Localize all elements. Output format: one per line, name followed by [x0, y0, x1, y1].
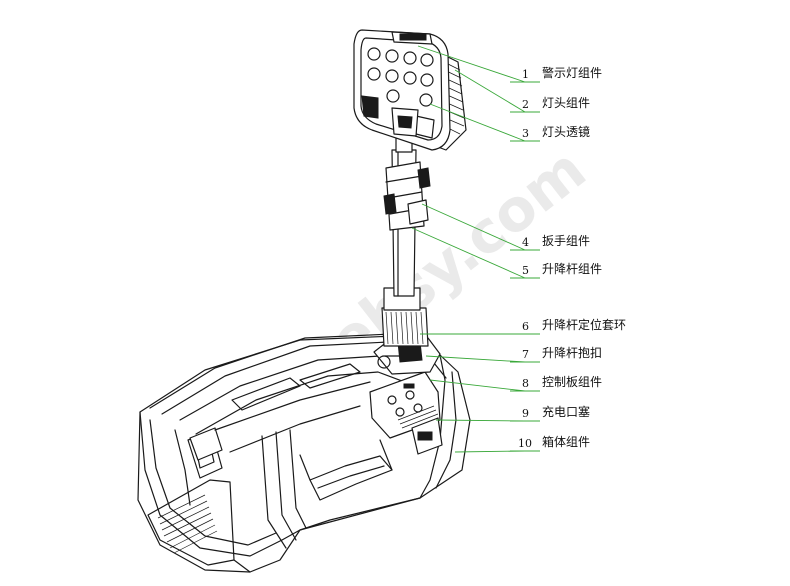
callout-6: 6 升降杆定位套环: [510, 317, 626, 335]
callout-number: 1: [522, 68, 529, 81]
callout-label: 升降杆组件: [542, 262, 602, 276]
callout-label: 灯头透镜: [542, 124, 590, 139]
callout-2: 2 灯头组件: [510, 96, 590, 113]
lamp-head: [353, 29, 467, 151]
callout-number: 5: [522, 264, 529, 277]
callout-8: 8 控制板组件: [510, 375, 602, 392]
callout-9: 9 充电口塞: [510, 404, 590, 422]
callout-label: 警示灯组件: [542, 65, 602, 80]
callout-label: 充电口塞: [542, 404, 590, 419]
callout-number: 8: [522, 377, 529, 390]
callout-number: 3: [522, 127, 529, 140]
callout-10: 10 箱体组件: [510, 434, 590, 452]
callout-4: 4 扳手组件: [510, 234, 590, 251]
callout-label: 扳手组件: [542, 234, 590, 248]
callout-5: 5 升降杆组件: [510, 262, 602, 279]
callout-number: 9: [522, 407, 529, 420]
callout-7: 7 升降杆抱扣: [510, 345, 602, 363]
lift-pole: [373, 117, 441, 375]
callout-1: 1 警示灯组件: [510, 65, 602, 83]
callout-number: 4: [522, 236, 529, 249]
callout-label: 箱体组件: [542, 434, 590, 449]
leader-lines: [411, 45, 526, 453]
callout-label: 升降杆抱扣: [542, 345, 602, 360]
callout-number: 2: [522, 98, 529, 111]
callout-label: 升降杆定位套环: [542, 317, 626, 332]
callout-number: 7: [522, 348, 529, 361]
callout-number: 10: [518, 437, 532, 450]
callout-label: 灯头组件: [542, 96, 590, 110]
callout-number: 6: [522, 320, 529, 333]
callout-3: 3 灯头透镜: [510, 124, 590, 142]
callout-label: 控制板组件: [542, 375, 602, 389]
